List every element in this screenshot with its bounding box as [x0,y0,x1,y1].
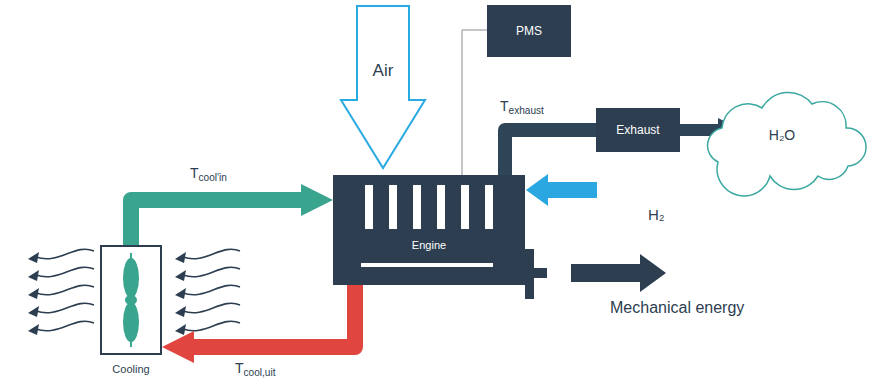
flywheel-plate [525,249,534,299]
airflow-arrowhead [175,270,186,281]
airflow-line [36,303,94,313]
engine-block-label: Engine [412,239,446,251]
exhaust-box-label: Exhaust [616,123,659,137]
airflow-arrowhead [28,306,39,317]
temperature-label: Tcool'in [188,165,229,181]
air-inflow-arrow: Air [340,5,426,170]
air-inflow-arrow-label: Air [373,61,394,81]
airflow-line [183,267,240,277]
airflow-line [183,249,240,259]
shaft [533,268,547,278]
coolant-in-flow [131,200,301,245]
airflow-line [36,267,94,277]
control-line [462,30,487,175]
cooling-radiator: Cooling [100,245,162,355]
pms-box-label: PMS [516,24,542,38]
exhaust-pipe [505,130,596,175]
pms-box: PMS [487,5,571,57]
water-cloud-label: H₂O [769,127,795,143]
airflow-line [36,321,94,331]
hydrogen-arrow [526,174,597,206]
airflow-line [183,303,240,313]
cooling-radiator-shape [100,245,162,355]
water-cloud: H₂O [698,86,866,184]
coolant-out-flow [194,285,355,347]
air-inflow-arrow-shape [340,5,426,170]
engine-block-shape [333,175,525,285]
airflow-arrowhead [175,324,186,335]
mechanical-energy-arrow [571,254,666,292]
airflow-arrowhead [28,270,39,281]
airflow-line [36,249,94,259]
airflow-line [183,321,240,331]
hydrogen-label: H₂ [646,206,667,223]
engine-block: Engine [333,175,525,285]
airflow-arrowhead [175,306,186,317]
airflow-line [183,285,240,295]
airflow-arrowhead [28,288,39,299]
cooling-radiator-label: Cooling [112,363,149,375]
airflow-arrowhead [28,252,39,263]
airflow-arrowhead [175,252,186,263]
airflow-line [36,285,94,295]
temperature-label: Texhaust [498,98,546,114]
airflow-arrowhead [175,288,186,299]
exhaust-box: Exhaust [596,108,680,152]
mechanical-energy-label: Mechanical energy [608,299,746,317]
temperature-label: Tcool,uit [233,360,278,376]
airflow-arrowhead [28,324,39,335]
